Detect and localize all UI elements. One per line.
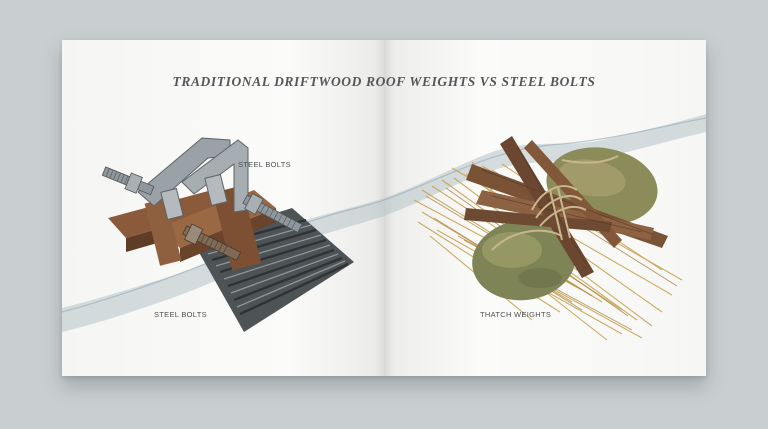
- caption-steel-bolts-top: STEEL BOLTS: [238, 160, 291, 169]
- caption-steel-bolts-bottom: STEEL BOLTS: [154, 310, 207, 319]
- caption-thatch-weights: THATCH WEIGHTS: [480, 310, 552, 319]
- steel-clamp: [137, 137, 249, 221]
- book-title: TRADITIONAL DRIFTWOOD ROOF WEIGHTS VS ST…: [172, 74, 596, 89]
- watercolor-wash: [62, 114, 706, 332]
- illustrations: [62, 114, 706, 341]
- driftwood-bundle: [464, 136, 668, 278]
- threaded-bolts: [101, 166, 303, 261]
- open-book: TRADITIONAL DRIFTWOOD ROOF WEIGHTS VS ST…: [62, 40, 706, 376]
- rope-lashing: [491, 155, 619, 251]
